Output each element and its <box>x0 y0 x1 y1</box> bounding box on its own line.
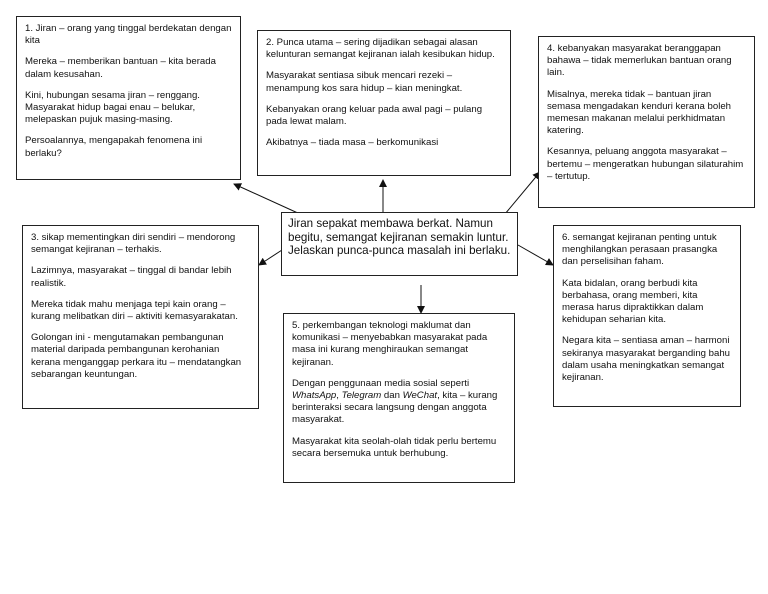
box5-para-2: Dengan penggunaan media sosial seperti W… <box>292 378 506 427</box>
box5-para-2-tail: , kita – kurang berinteraksi secara lang… <box>292 390 498 426</box>
box5-para-3: Masyarakat kita seolah-olah tidak perlu … <box>292 435 497 459</box>
central-question-box: Jiran sepakat membawa berkat. Namun begi… <box>281 212 518 276</box>
box5-para-1: 5. perkembangan teknologi maklumat dan k… <box>292 320 488 368</box>
arrow-to-box3 <box>258 249 283 266</box>
app-name-wechat: WeChat <box>402 390 438 402</box>
box3-para-3: Mereka tidak mahu menjaga tepi kain oran… <box>31 298 238 323</box>
app-name-whatsapp: WhatsApp <box>292 390 337 402</box>
point-box-2: 2. Punca utama – sering dijadikan sebaga… <box>257 30 511 176</box>
box5-sep-1: , <box>336 390 342 402</box>
box3-para-1: 3. sikap mementingkan diri sendiri – men… <box>31 232 236 256</box>
box3-para-4: Golongan ini - mengutamakan pembangunan … <box>31 332 242 380</box>
box2-para-2: Masyarakat sentiasa sibuk mencari rezeki… <box>266 70 463 94</box>
point-box-1: 1. Jiran – orang yang tinggal berdekatan… <box>16 16 241 180</box>
box5-sep-2: dan <box>381 390 403 402</box>
point-box-5: 5. perkembangan teknologi maklumat dan k… <box>283 313 515 483</box>
box2-para-4: Akibatnya – tiada masa – berkomunikasi <box>266 137 439 149</box>
point-box-3: 3. sikap mementingkan diri sendiri – men… <box>22 225 259 409</box>
arrow-to-box4 <box>504 171 541 215</box>
point-box-4: 4. kebanyakan masyarakat beranggapan bah… <box>538 36 755 208</box>
box5-para-2-lead: Dengan penggunaan media sosial seperti <box>292 377 470 389</box>
box6-para-3: Negara kita – sentiasa aman – harmoni se… <box>562 335 730 384</box>
box4-para-2: Misalnya, mereka tidak – bantuan jiran s… <box>547 88 732 137</box>
box1-para-2: Mereka – memberikan bantuan – kita berad… <box>25 56 216 80</box>
point-box-6: 6. semangat kejiranan penting untuk meng… <box>553 225 741 407</box>
arrow-to-box1 <box>233 183 301 215</box>
box1-para-1: 1. Jiran – orang yang tinggal berdekatan… <box>25 23 232 47</box>
box1-para-4: Persoalannya, mengapakah fenomena ini be… <box>25 135 203 159</box>
arrow-to-box6 <box>517 244 554 266</box>
box6-para-1: 6. semangat kejiranan penting untuk meng… <box>562 232 718 268</box>
central-question-text: Jiran sepakat membawa berkat. Namun begi… <box>288 217 511 258</box>
box2-para-3: Kebanyakan orang keluar pada awal pagi –… <box>266 103 483 128</box>
box3-para-2: Lazimnya, masyarakat – tinggal di bandar… <box>31 265 232 289</box>
app-name-telegram: Telegram <box>341 390 382 402</box>
box4-para-3: Kesannya, peluang anggota masyarakat – b… <box>547 146 744 182</box>
box4-para-1: 4. kebanyakan masyarakat beranggapan bah… <box>547 43 732 79</box>
box6-para-2: Kata bidalan, orang berbudi kita berbaha… <box>562 277 704 326</box>
box2-para-1: 2. Punca utama – sering dijadikan sebaga… <box>266 37 495 61</box>
box1-para-3: Kini, hubungan sesama jiran – renggang. … <box>25 89 200 126</box>
